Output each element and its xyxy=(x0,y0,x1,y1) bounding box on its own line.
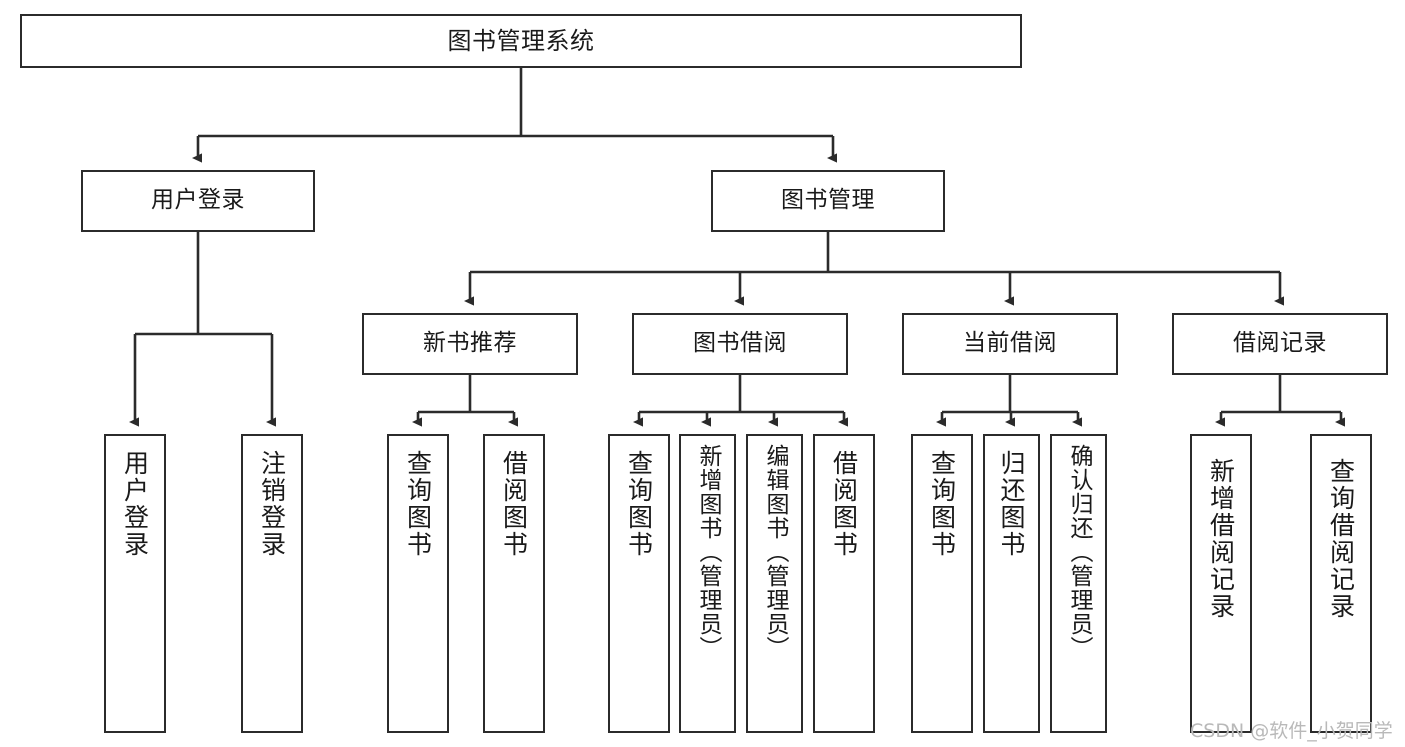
node-label: 图书管理系统 xyxy=(447,26,595,55)
node-label: 确认归还（管理员） xyxy=(1066,444,1092,660)
node-leaf-return-book[interactable]: 归还图书 xyxy=(983,434,1040,733)
node-label: 图书借阅 xyxy=(693,330,787,357)
node-label: 图书管理 xyxy=(781,187,875,214)
node-label: 注销登录 xyxy=(257,450,287,558)
node-book-management[interactable]: 图书管理 xyxy=(711,170,945,232)
node-label: 借阅图书 xyxy=(829,450,859,558)
node-label: 新增图书（管理员） xyxy=(695,444,721,660)
node-label: 新书推荐 xyxy=(423,330,517,357)
node-label: 用户登录 xyxy=(120,450,150,558)
node-leaf-add-borrow-record[interactable]: 新增借阅记录 xyxy=(1190,434,1252,733)
node-label: 归还图书 xyxy=(997,450,1026,558)
node-user-login[interactable]: 用户登录 xyxy=(81,170,315,232)
node-leaf-edit-book-admin[interactable]: 编辑图书（管理员） xyxy=(746,434,803,733)
node-book-borrow[interactable]: 图书借阅 xyxy=(632,313,848,375)
node-label: 当前借阅 xyxy=(963,330,1057,357)
node-leaf-add-book-admin[interactable]: 新增图书（管理员） xyxy=(679,434,736,733)
node-leaf-query-book-borrow[interactable]: 查询图书 xyxy=(608,434,670,733)
node-leaf-borrow-book-recommend[interactable]: 借阅图书 xyxy=(483,434,545,733)
node-leaf-query-book-current[interactable]: 查询图书 xyxy=(911,434,973,733)
node-label: 查询图书 xyxy=(624,450,654,558)
node-label: 查询借阅记录 xyxy=(1326,458,1356,620)
node-label: 编辑图书（管理员） xyxy=(762,444,788,660)
node-leaf-user-login[interactable]: 用户登录 xyxy=(104,434,166,733)
node-label: 新增借阅记录 xyxy=(1206,458,1236,620)
node-root-system[interactable]: 图书管理系统 xyxy=(20,14,1022,68)
node-borrow-record[interactable]: 借阅记录 xyxy=(1172,313,1388,375)
node-label: 借阅图书 xyxy=(499,450,529,558)
node-label: 用户登录 xyxy=(151,187,245,214)
node-leaf-borrow-book[interactable]: 借阅图书 xyxy=(813,434,875,733)
node-label: 查询图书 xyxy=(927,450,957,558)
node-leaf-confirm-return-admin[interactable]: 确认归还（管理员） xyxy=(1050,434,1107,733)
node-label: 查询图书 xyxy=(403,450,433,558)
node-leaf-query-borrow-record[interactable]: 查询借阅记录 xyxy=(1310,434,1372,733)
node-leaf-logout-login[interactable]: 注销登录 xyxy=(241,434,303,733)
node-new-book-recommend[interactable]: 新书推荐 xyxy=(362,313,578,375)
node-current-borrow[interactable]: 当前借阅 xyxy=(902,313,1118,375)
node-label: 借阅记录 xyxy=(1233,330,1327,357)
node-leaf-query-book-recommend[interactable]: 查询图书 xyxy=(387,434,449,733)
csdn-watermark: CSDN @软件_小贺同学 xyxy=(1190,720,1393,742)
